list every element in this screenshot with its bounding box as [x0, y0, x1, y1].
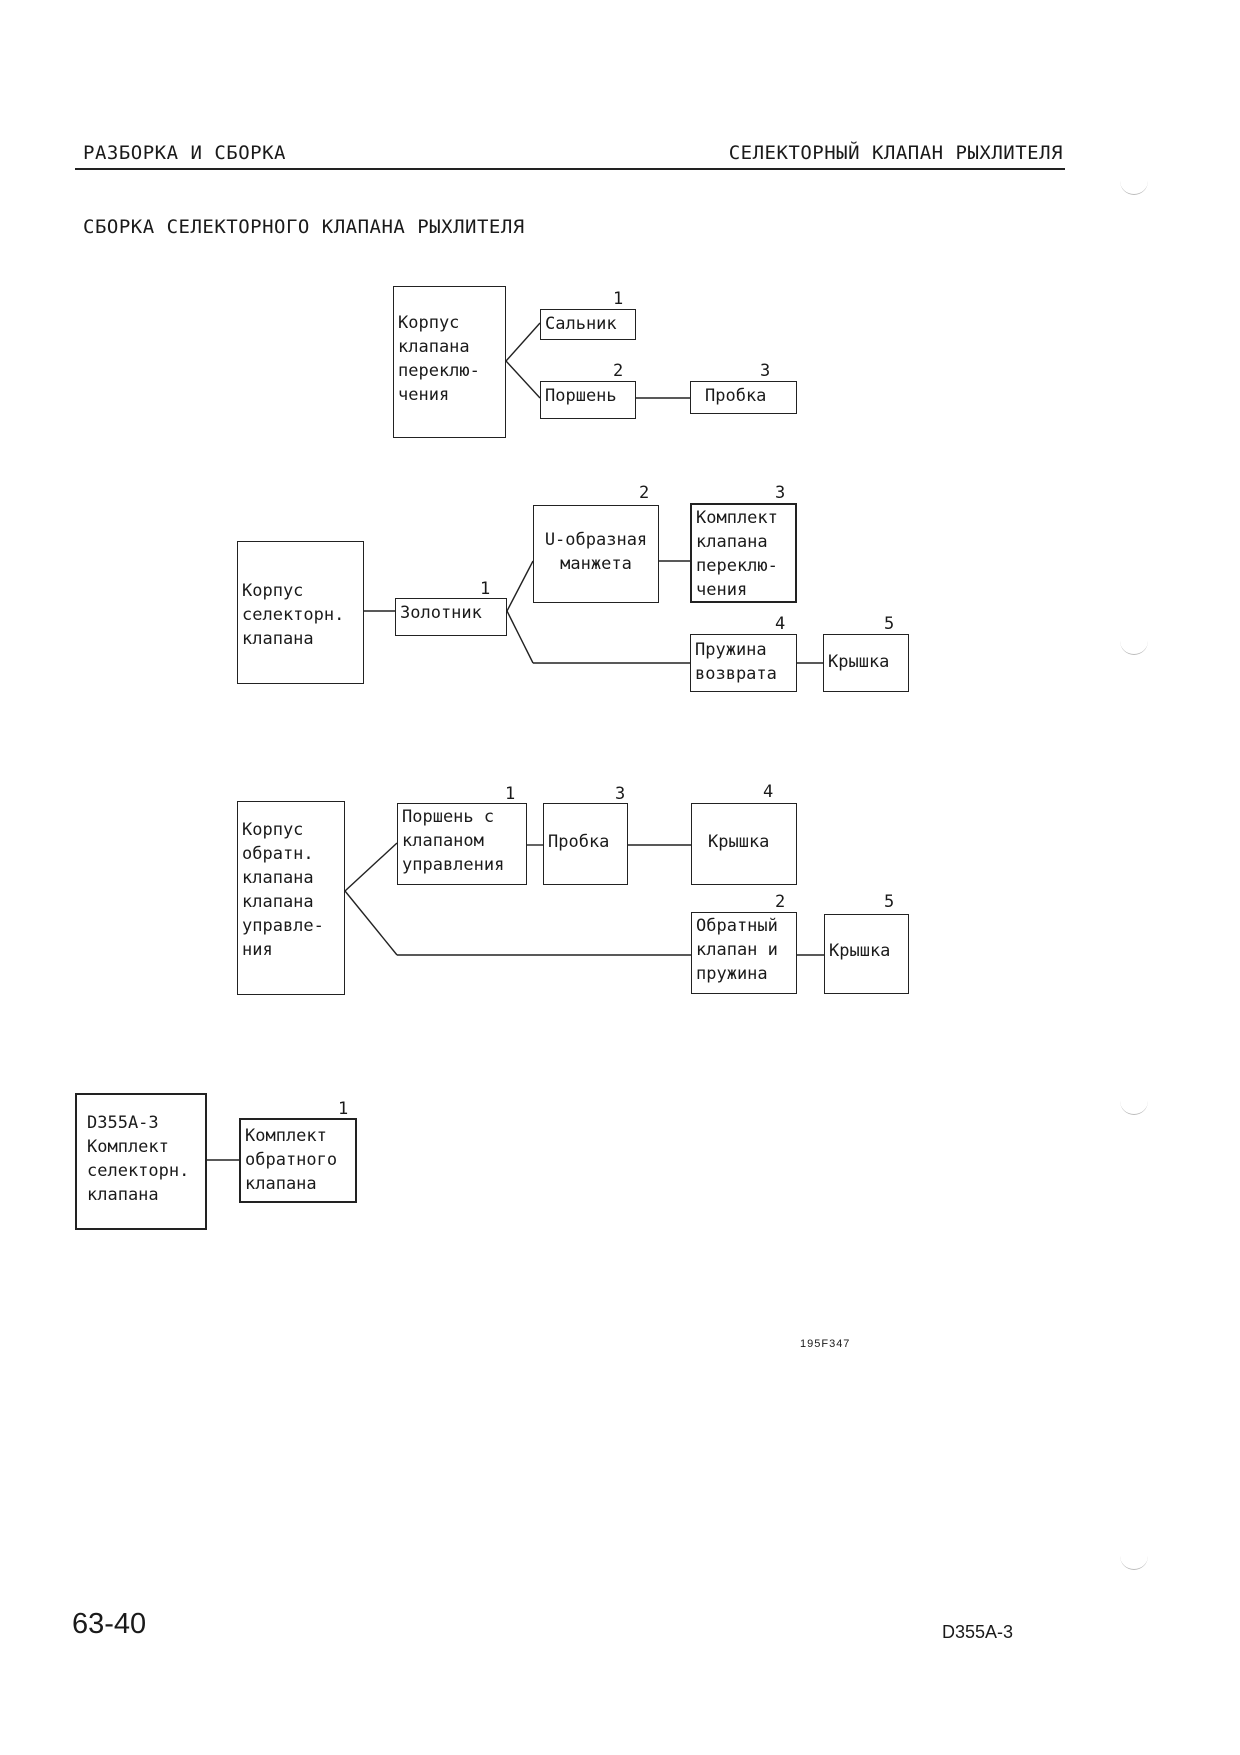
switch-valve-kit-box: Комплект клапана переклю- чения: [690, 503, 797, 603]
part-number-2: 2: [613, 361, 624, 381]
box-line: Комплект: [87, 1137, 169, 1157]
u-cup-seal-box: U-образная манжета: [533, 505, 659, 603]
box-line: Крышка: [829, 941, 891, 961]
box-line: пружина: [696, 964, 768, 984]
part-number-1: 1: [505, 784, 516, 804]
plug-box: Пробка: [690, 381, 797, 414]
box-line: селекторн.: [242, 605, 345, 625]
part-number-2: 2: [775, 892, 786, 912]
box-line: Поршень с: [402, 807, 495, 827]
part-number-5: 5: [884, 892, 895, 912]
box-line: управления: [402, 855, 505, 875]
cover-box: Крышка: [824, 914, 909, 994]
spool-box: Золотник: [395, 598, 507, 636]
return-spring-box: Пружина возврата: [690, 634, 797, 692]
box-line: переклю-: [398, 361, 480, 381]
part-number-1: 1: [480, 579, 491, 599]
box-line: клапана: [696, 532, 768, 552]
box-line: D355A-3: [87, 1113, 159, 1133]
page-number: 63-40: [72, 1608, 147, 1640]
selector-valve-body-box: Корпус селекторн. клапана: [237, 541, 364, 684]
box-line: обратного: [245, 1150, 338, 1170]
box-line: клапана: [245, 1174, 317, 1194]
model-code: D355A-3: [942, 1622, 1014, 1642]
check-valve-kit-box: Комплект обратного клапана: [239, 1118, 357, 1203]
box-line: Корпус: [242, 581, 304, 601]
box-line: управле-: [242, 916, 324, 936]
figure-code: 195F347: [800, 1338, 851, 1350]
box-line: клапана: [242, 892, 314, 912]
box-line: Пружина: [695, 640, 767, 660]
box-line: Пробка: [705, 386, 767, 406]
box-line: Золотник: [400, 603, 482, 623]
check-valve-body-box: Корпус обратн. клапана клапана управле- …: [237, 801, 345, 995]
section-title: СБОРКА СЕЛЕКТОРНОГО КЛАПАНА РЫХЛИТЕЛЯ: [83, 216, 525, 238]
box-line: клапана: [242, 629, 314, 649]
box-line: переклю-: [696, 556, 778, 576]
box-line: Комплект: [696, 508, 778, 528]
box-line: чения: [398, 385, 450, 405]
part-number-4: 4: [775, 614, 786, 634]
part-number-1: 1: [338, 1099, 349, 1119]
part-number-5: 5: [884, 614, 895, 634]
piston-with-control-valve-box: Поршень с клапаном управления: [397, 803, 527, 885]
box-line: клапана: [87, 1185, 159, 1205]
header-rule: [75, 168, 1065, 170]
box-line: клапана: [398, 337, 470, 357]
box-line: Комплект: [245, 1126, 327, 1146]
box-line: Корпус: [242, 820, 304, 840]
box-line: клапаном: [402, 831, 484, 851]
box-line: клапан и: [696, 940, 778, 960]
punch-hole-mark: [1120, 1100, 1148, 1115]
punch-hole-mark: [1120, 640, 1148, 655]
box-line: Поршень: [545, 386, 617, 406]
box-line: Крышка: [828, 652, 890, 672]
plug-box: Пробка: [543, 803, 628, 885]
punch-hole-mark: [1120, 1555, 1148, 1570]
part-number-3: 3: [760, 361, 771, 381]
box-line: обратн.: [242, 844, 314, 864]
cover-box: Крышка: [823, 634, 909, 692]
header-section-name: РАЗБОРКА И СБОРКА: [83, 142, 286, 164]
cover-box: Крышка: [691, 803, 797, 885]
box-line: U-образная: [544, 530, 648, 550]
part-number-3: 3: [615, 784, 626, 804]
box-line: ния: [242, 940, 273, 960]
oil-seal-box: Сальник: [540, 309, 636, 340]
header-page-topic: СЕЛЕКТОРНЫЙ КЛАПАН РЫХЛИТЕЛЯ: [728, 142, 1063, 164]
box-line: Корпус: [398, 313, 460, 333]
part-number-2: 2: [639, 483, 650, 503]
box-line: клапана: [242, 868, 314, 888]
box-line: Сальник: [545, 314, 617, 334]
box-line: Пробка: [548, 832, 610, 852]
selector-valve-kit-box: D355A-3 Комплект селекторн. клапана: [75, 1093, 207, 1230]
box-line: манжета: [560, 554, 632, 574]
box-line: Крышка: [708, 832, 770, 852]
check-valve-and-spring-box: Обратный клапан и пружина: [691, 912, 797, 994]
box-line: Обратный: [696, 916, 778, 936]
box-line: возврата: [695, 664, 777, 684]
box-line: селекторн.: [87, 1161, 190, 1181]
piston-box: Поршень: [540, 381, 636, 419]
box-line: чения: [696, 580, 748, 600]
part-number-4: 4: [763, 782, 774, 802]
part-number-3: 3: [775, 483, 786, 503]
punch-hole-mark: [1120, 180, 1148, 195]
switch-valve-body-box: Корпус клапана переклю- чения: [393, 286, 506, 438]
part-number-1: 1: [613, 289, 624, 309]
